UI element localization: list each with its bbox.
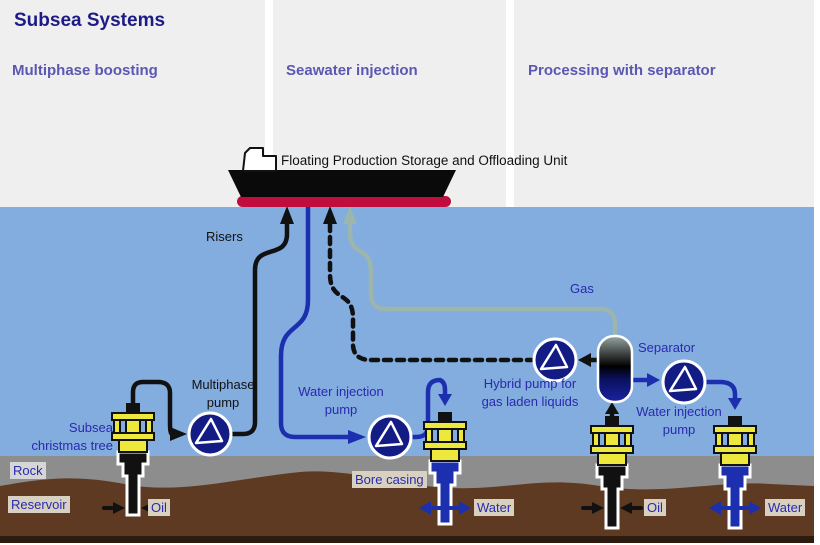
section-multiphase-boosting: Multiphase boosting (12, 62, 158, 79)
section-processing-separator: Processing with separator (528, 62, 716, 79)
water-label-right: Water (765, 499, 806, 516)
hybrid-pump-label: Hybrid pump for gas laden liquids (481, 376, 579, 409)
rock-label: Rock (10, 462, 46, 479)
oil-label-right: Oil (644, 499, 666, 516)
water-injection-pump-right-icon (661, 359, 707, 405)
page-title: Subsea Systems (14, 10, 166, 31)
separator-vessel-icon (596, 334, 634, 404)
water-label-mid: Water (474, 499, 515, 516)
fpso-ship-icon (228, 147, 456, 207)
gas-laden-riser (327, 221, 537, 363)
injection-line-right (702, 379, 738, 401)
water-injection-pump-right-label: Water injection pump (636, 404, 722, 437)
oil-riser (228, 219, 290, 437)
injection-line-to-tree (408, 377, 448, 440)
seawater-injection-line (278, 204, 355, 440)
flow-arrowheads (170, 206, 742, 444)
reservoir-label: Reservoir (8, 496, 70, 513)
gas-label: Gas (570, 281, 594, 296)
water-injection-pump-mid-label: Water injection pump (298, 384, 384, 417)
multiphase-pump-label: Multiphase pump (191, 377, 255, 410)
subsea-christmas-tree-label: Subsea christmas tree (31, 420, 113, 453)
gas-line (347, 221, 618, 339)
section-seawater-injection: Seawater injection (286, 62, 418, 79)
fpso-label: Floating Production Storage and Offloadi… (281, 153, 568, 168)
bore-casing-label: Bore casing (352, 471, 427, 488)
separator-label: Separator (638, 340, 696, 355)
water-injection-pump-mid-icon (367, 414, 413, 460)
header-columns (0, 0, 814, 207)
multiphase-pump-icon (187, 411, 233, 457)
reservoir-dark-band (0, 536, 814, 543)
risers-label: Risers (206, 229, 243, 244)
oil-label-left: Oil (148, 499, 170, 516)
